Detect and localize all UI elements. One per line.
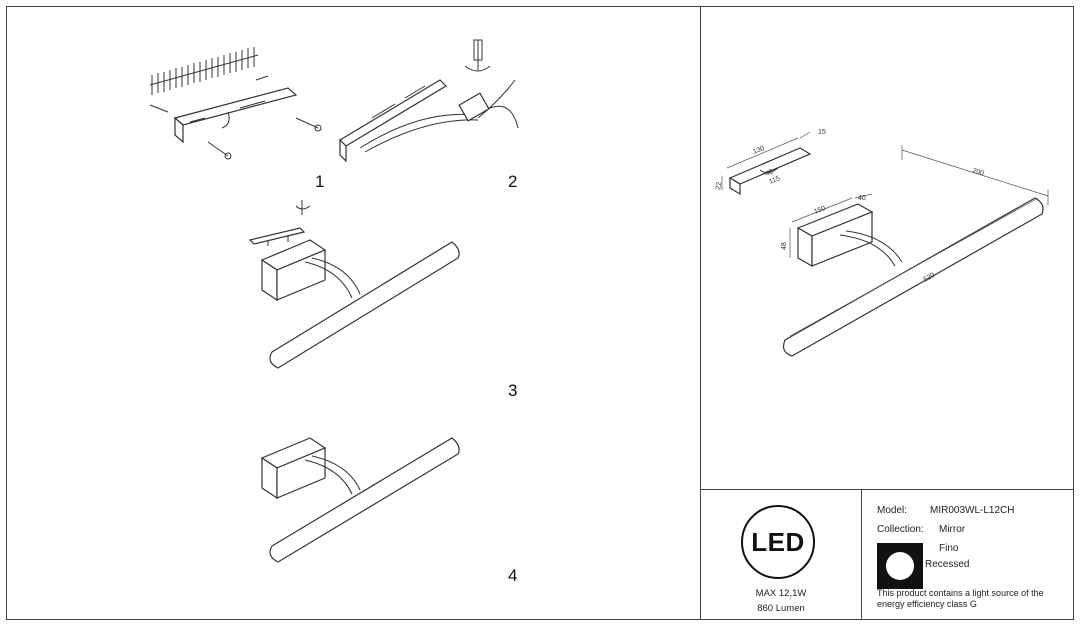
- dim-arm-projection: 200: [971, 167, 984, 177]
- dim-bracket-height: 22: [715, 181, 723, 190]
- product-info-panel: [861, 489, 1074, 620]
- dim-bracket-length: 130: [752, 145, 766, 156]
- dim-hole-inner: 48: [764, 168, 774, 177]
- step-number-2: 2: [508, 172, 518, 191]
- model-label: Model:: [877, 505, 908, 516]
- energy-note: This product contains a light source of …: [877, 588, 1044, 609]
- max-power: MAX 12,1W: [755, 588, 807, 599]
- dim-box-width: 150: [813, 205, 827, 216]
- model-value: MIR003WL-L12CH: [930, 505, 1015, 516]
- step-number-3: 3: [508, 381, 518, 400]
- dim-bar-length: 520: [923, 272, 937, 284]
- collection-value: Mirror: [939, 524, 966, 535]
- recessed-mount-icon: [877, 543, 923, 589]
- collection-label: Collection:: [877, 524, 924, 535]
- dim-box-height: 48: [781, 242, 788, 250]
- step-number-4: 4: [508, 566, 518, 585]
- lumen-output: 860 Lumen: [757, 603, 805, 614]
- dim-box-depth: 40: [858, 195, 866, 202]
- mount-type-recessed: Recessed: [925, 559, 970, 570]
- dimension-drawing: 130 15 22 48 115 150 40 48 200 520: [715, 129, 1049, 357]
- dim-bracket-depth: 15: [818, 129, 826, 136]
- step-1-drawing: [149, 47, 322, 160]
- step-4-drawing: [260, 437, 460, 563]
- dim-hole-outer: 115: [768, 175, 781, 186]
- led-badge-text: LED: [751, 526, 805, 557]
- mount-type-fino: Fino: [939, 543, 959, 554]
- step-3-drawing: [248, 200, 460, 369]
- led-badge: LED: [741, 505, 815, 579]
- step-number-1: 1: [315, 172, 325, 191]
- step-2-drawing: [339, 39, 519, 163]
